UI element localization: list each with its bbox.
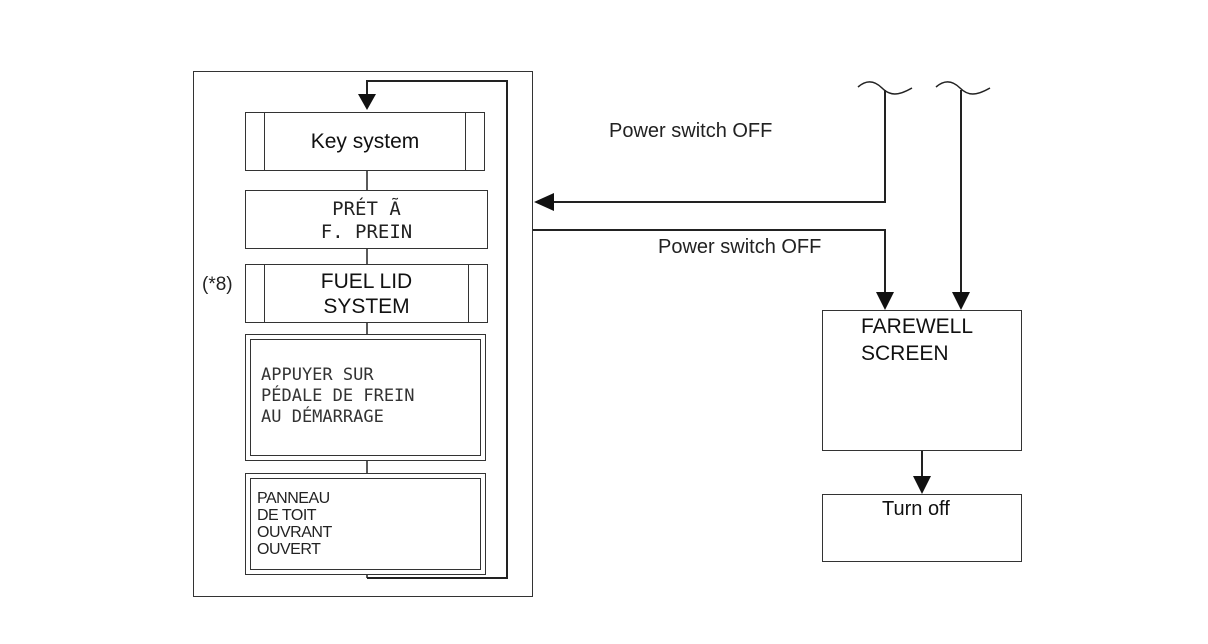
farewell-line-2: SCREEN [861, 342, 949, 365]
panneau-line-3: OUVRANT [257, 524, 332, 541]
key-system-label: Key system [310, 130, 420, 153]
loop-arrowhead [358, 94, 376, 110]
fuel-lid-line-1: FUEL LID [320, 269, 413, 293]
process-bar-right [465, 113, 466, 170]
turn-off-label: Turn off [882, 498, 950, 520]
appuyer-line-3: AU DÉMARRAGE [261, 407, 384, 427]
panneau-line-2: DE TOIT [257, 507, 317, 524]
appuyer-inner-frame: APPUYER SUR PÉDALE DE FREIN AU DÉMARRAGE [250, 339, 481, 456]
break-mark-right [935, 81, 991, 95]
loop-return-line [366, 80, 508, 579]
panneau-message-box: PANNEAU DE TOIT OUVRANT OUVERT [245, 473, 486, 575]
display-sequence-frame [193, 71, 533, 597]
panneau-line-4: OUVERT [257, 541, 321, 558]
turn-off-box: Turn off [822, 494, 1022, 562]
return-to-frame-line [552, 90, 886, 203]
panneau-text: PANNEAU DE TOIT OUVRANT OUVERT [257, 490, 332, 558]
break-mark-left [857, 81, 913, 95]
key-system-box: Key system [245, 112, 485, 171]
frame-to-farewell-arrowhead [876, 292, 894, 310]
fuel-lid-label: FUEL LID SYSTEM [321, 269, 412, 319]
appuyer-line-2: PÉDALE DE FREIN [261, 386, 415, 406]
wavy-to-farewell-arrowhead [952, 292, 970, 310]
appuyer-line-1: APPUYER SUR [261, 365, 374, 385]
return-to-frame-arrowhead [534, 193, 554, 211]
fuel-lid-line-2: SYSTEM [323, 294, 410, 318]
process-bar-left [264, 265, 265, 322]
process-bar-left [264, 113, 265, 170]
process-bar-right [468, 265, 469, 322]
pret-frein-box: PRÉT Ã F. PREIN [245, 190, 488, 249]
farewell-line-1: FAREWELL [861, 315, 974, 338]
footnote-marker: (*8) [202, 274, 233, 295]
frame-to-farewell-line [533, 229, 886, 292]
panneau-inner-frame: PANNEAU DE TOIT OUVRANT OUVERT [250, 478, 481, 570]
appuyer-text: APPUYER SUR PÉDALE DE FREIN AU DÉMARRAGE [261, 365, 415, 428]
panneau-line-1: PANNEAU [257, 490, 330, 507]
farewell-screen-box: FAREWELL SCREEN [822, 310, 1022, 451]
pret-line-2: F. PREIN [320, 221, 413, 243]
pret-line-1: PRÉT Ã [332, 198, 401, 220]
fuel-lid-system-box: FUEL LID SYSTEM [245, 264, 488, 323]
power-switch-off-label-top: Power switch OFF [609, 120, 773, 142]
appuyer-message-box: APPUYER SUR PÉDALE DE FREIN AU DÉMARRAGE [245, 334, 486, 461]
power-switch-off-label-bottom: Power switch OFF [658, 236, 822, 258]
farewell-to-turnoff-arrowhead [913, 476, 931, 494]
